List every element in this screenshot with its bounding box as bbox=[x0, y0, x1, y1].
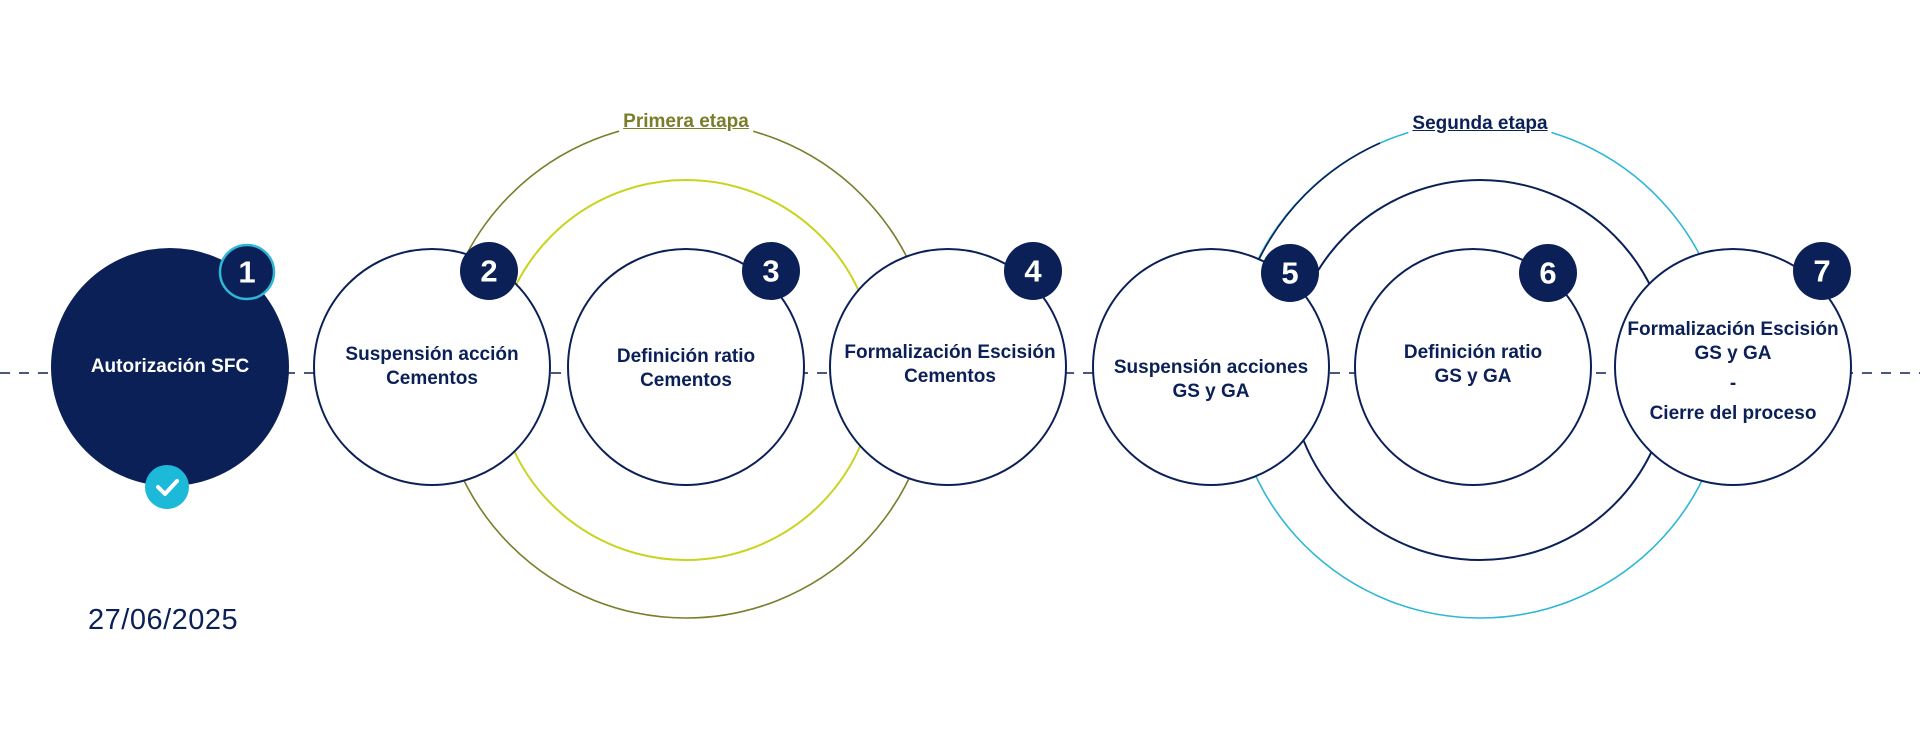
step-2-label-line-1: Suspensión acción bbox=[345, 344, 519, 365]
step-6-badge bbox=[1519, 244, 1577, 302]
step-5-badge bbox=[1261, 244, 1319, 302]
date-label: 27/06/2025 bbox=[88, 604, 239, 636]
stage-2-outer-ring-dark-arc bbox=[1253, 142, 1381, 271]
step-3-label-line-2: Cementos bbox=[640, 370, 732, 391]
step-5-circle bbox=[1092, 248, 1330, 486]
step-6-circle bbox=[1354, 248, 1592, 486]
step-4-label-line-1: Formalización Escisión bbox=[844, 342, 1056, 363]
step-1-label: Autorización SFC bbox=[65, 355, 275, 379]
step-3-circle bbox=[567, 248, 805, 486]
step-2-label-line-2: Cementos bbox=[386, 368, 478, 389]
step-5-label-line-2: GS y GA bbox=[1172, 381, 1250, 402]
step-4-number: 4 bbox=[1024, 253, 1042, 289]
step-3-badge bbox=[742, 242, 800, 300]
step-3-label: Definición ratio Cementos bbox=[576, 345, 796, 393]
step-6-label-line-1: Definición ratio bbox=[1403, 342, 1543, 363]
step-7-label-separator: - bbox=[1729, 373, 1737, 394]
step-7-circle bbox=[1614, 248, 1852, 486]
step-5-label: Suspensión acciones GS y GA bbox=[1098, 356, 1324, 404]
step-6-label: Definición ratio GS y GA bbox=[1363, 341, 1583, 389]
step-4-label-line-2: Cementos bbox=[904, 366, 996, 387]
step-7-badge bbox=[1793, 242, 1851, 300]
stage-1-title: Primera etapa bbox=[619, 111, 753, 133]
step-5-number: 5 bbox=[1281, 255, 1299, 291]
step-5-label-line-1: Suspensión acciones bbox=[1113, 357, 1309, 378]
step-2-badge bbox=[460, 242, 518, 300]
step-3-number: 3 bbox=[762, 253, 780, 289]
step-6-number: 6 bbox=[1539, 255, 1557, 291]
step-7-number: 7 bbox=[1813, 253, 1831, 289]
step-7-label: Formalización Escisión GS y GA - Cierre … bbox=[1620, 318, 1846, 426]
step-4-label: Formalización Escisión Cementos bbox=[837, 341, 1063, 389]
step-4-circle bbox=[829, 248, 1067, 486]
step-3-label-line-1: Definición ratio bbox=[616, 346, 756, 367]
step-1-number: 1 bbox=[238, 254, 256, 290]
step-2-label: Suspensión acción Cementos bbox=[322, 343, 542, 391]
step-4-badge bbox=[1004, 242, 1062, 300]
step-7-label-line-3: Cierre del proceso bbox=[1649, 403, 1817, 424]
step-1-label-line-1: Autorización SFC bbox=[90, 356, 250, 377]
step-6-label-line-2: GS y GA bbox=[1434, 366, 1512, 387]
step-2-circle bbox=[313, 248, 551, 486]
step-1-badge bbox=[218, 243, 276, 301]
step-7-label-line-1: Formalización Escisión bbox=[1627, 319, 1839, 340]
step-7-label-line-2: GS y GA bbox=[1694, 343, 1772, 364]
step-2-number: 2 bbox=[480, 253, 498, 289]
stage-2-title: Segunda etapa bbox=[1408, 113, 1552, 135]
check-icon bbox=[145, 465, 189, 509]
